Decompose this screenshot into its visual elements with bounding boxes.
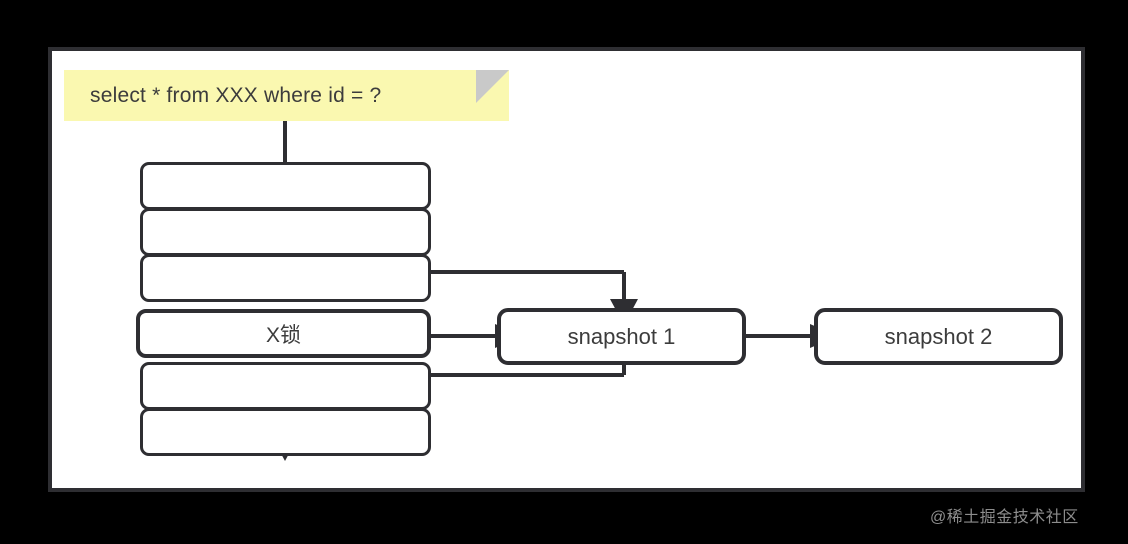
- snapshot-1-label: snapshot 1: [567, 323, 676, 349]
- record-row-locked[interactable]: X锁: [136, 309, 431, 358]
- diagram-canvas: X锁 snapshot 1 snapshot 2 select * from X…: [48, 47, 1085, 492]
- record-row-locked-label: X锁: [265, 323, 301, 347]
- snapshot-2-label: snapshot 2: [884, 323, 993, 349]
- sql-query-text: select * from XXX where id = ?: [90, 83, 382, 107]
- record-row-3[interactable]: [140, 254, 431, 302]
- sql-sticky-note[interactable]: select * from XXX where id = ?: [64, 70, 509, 121]
- record-row-5[interactable]: [140, 362, 431, 410]
- record-row-6[interactable]: [140, 408, 431, 456]
- note-fold-corner-icon: [476, 70, 509, 103]
- snapshot-1[interactable]: snapshot 1: [497, 308, 746, 365]
- record-row-2[interactable]: [140, 208, 431, 256]
- watermark-text: @稀土掘金技术社区: [930, 509, 1079, 526]
- snapshot-2[interactable]: snapshot 2: [814, 308, 1063, 365]
- record-row-1[interactable]: [140, 162, 431, 210]
